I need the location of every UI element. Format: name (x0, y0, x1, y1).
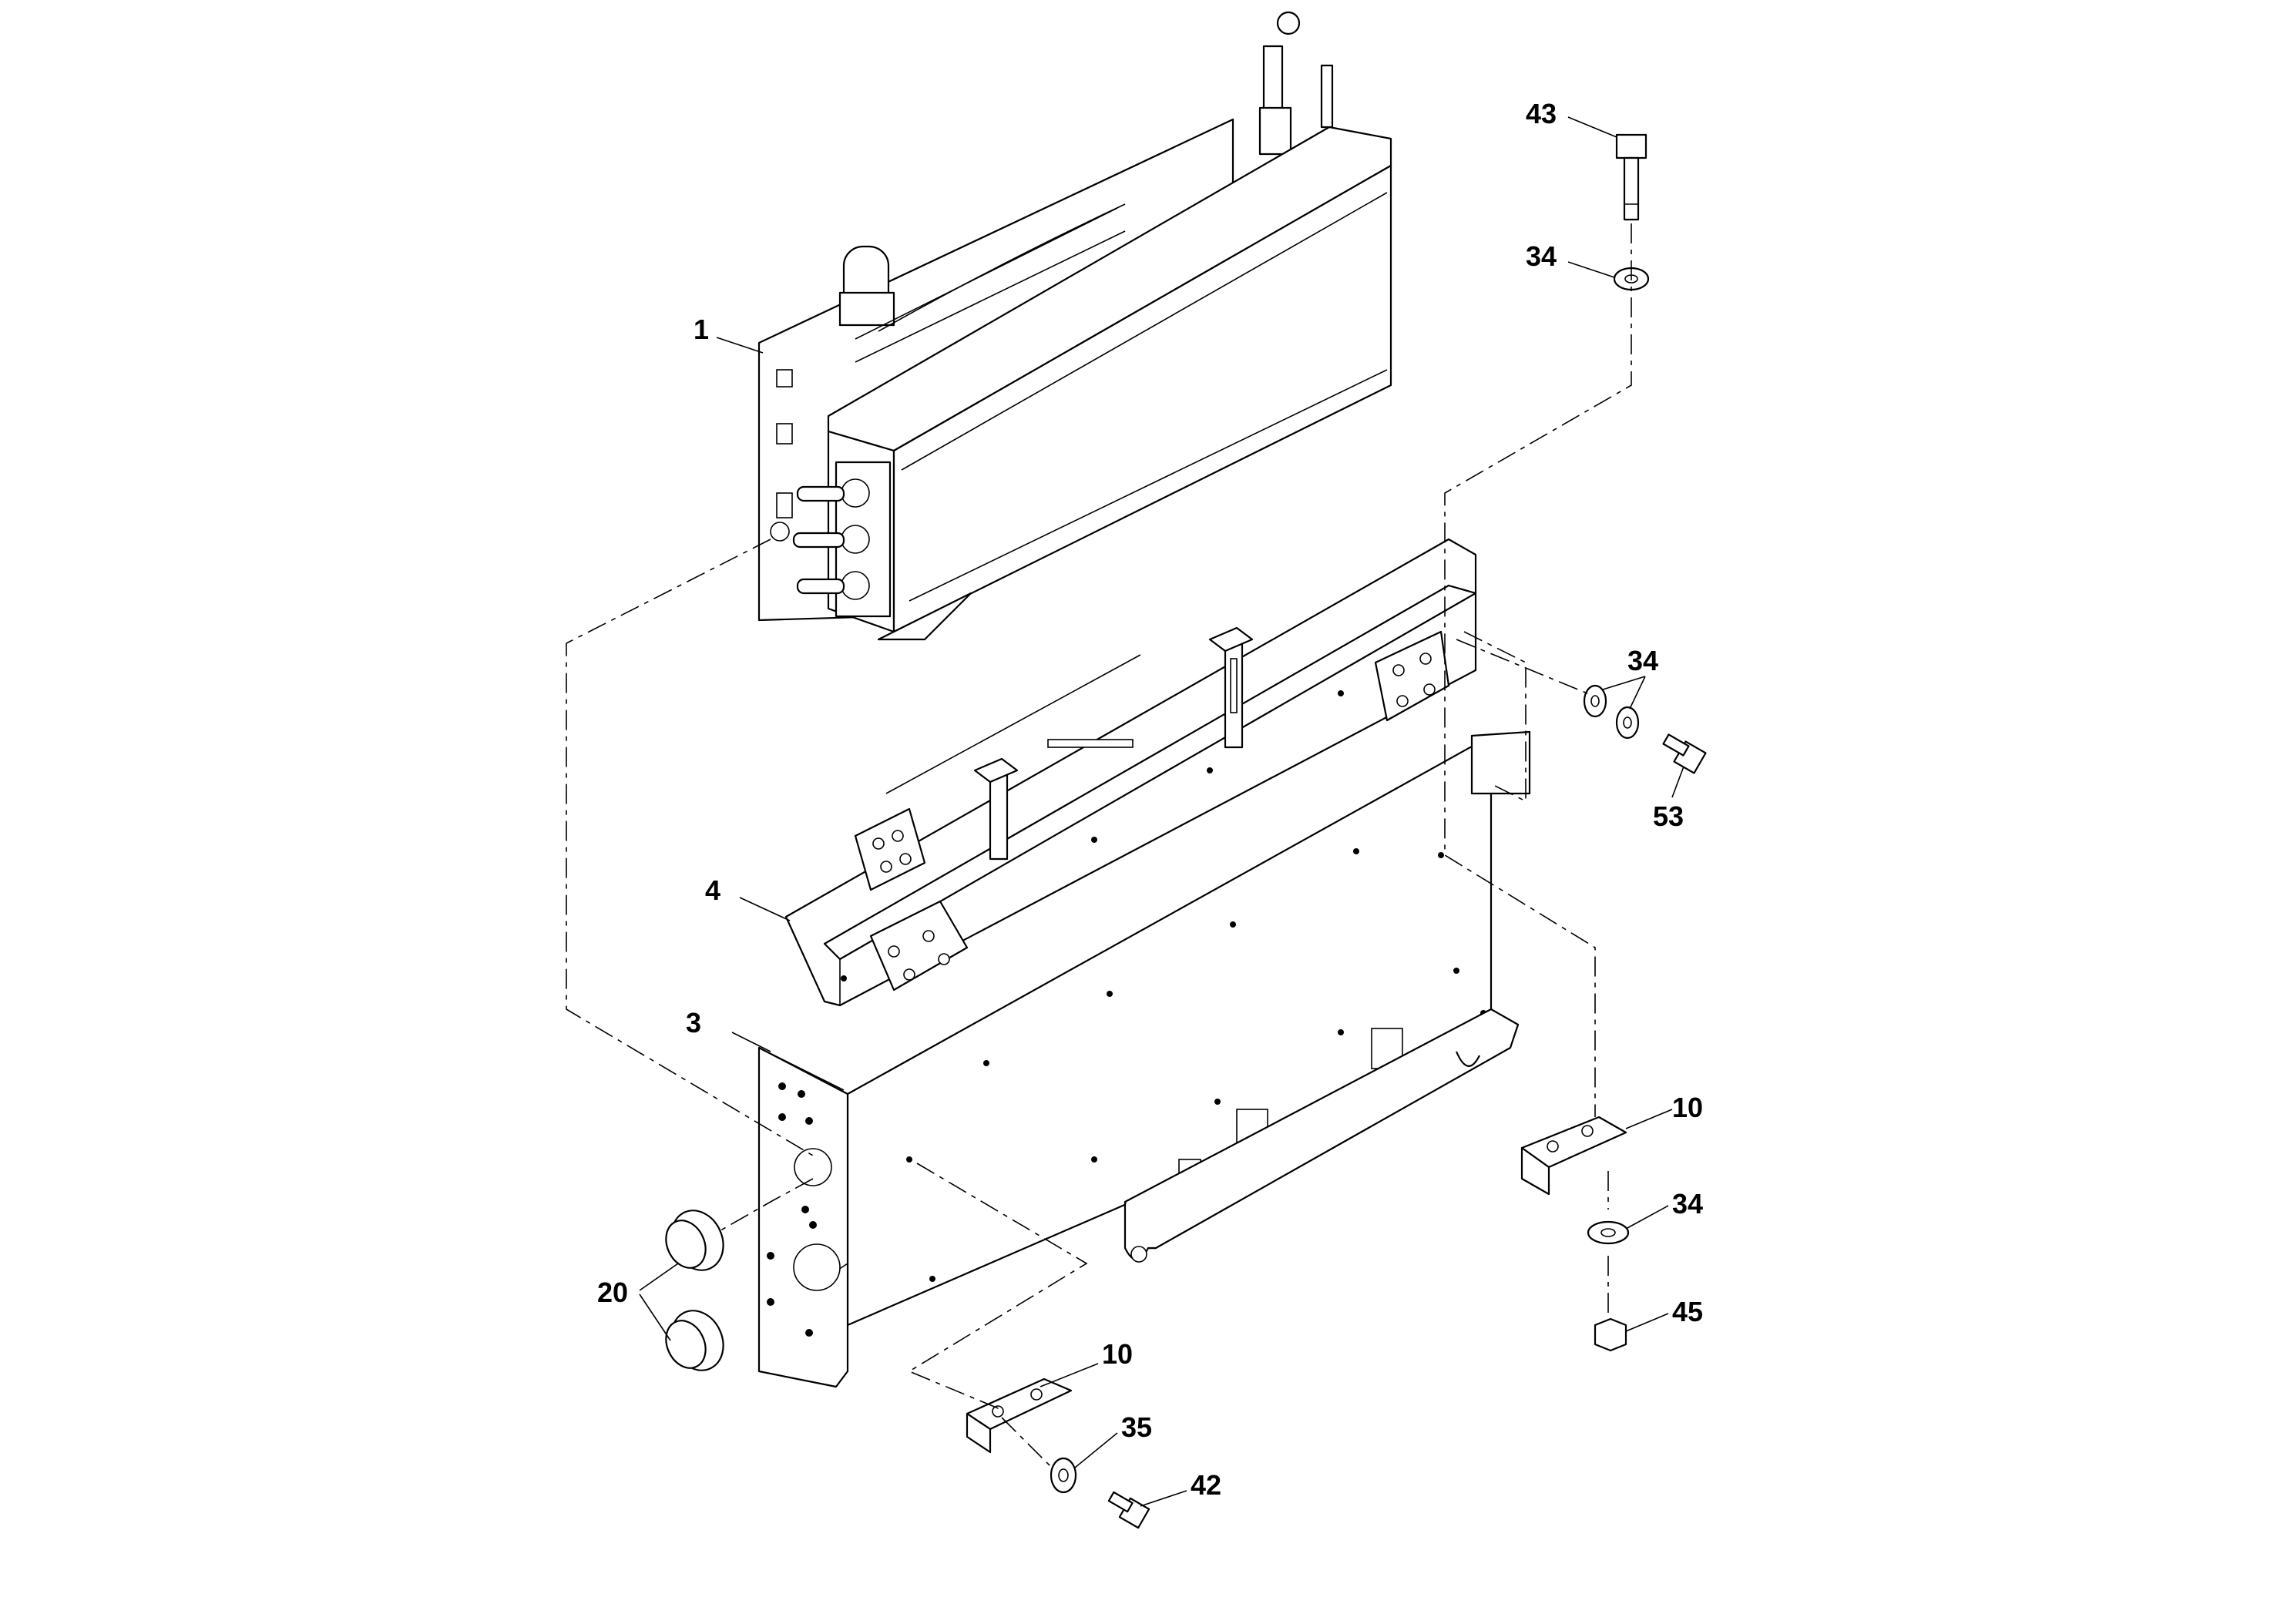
label-35: 35 (1121, 1411, 1152, 1443)
part-43-bolt (1615, 133, 1647, 221)
label-53: 53 (1653, 800, 1684, 832)
label-42: 42 (1191, 1469, 1221, 1501)
part-20-bearings (665, 1210, 724, 1371)
part-42-screw (1107, 1491, 1150, 1529)
part-53-screw (1662, 733, 1707, 774)
label-3: 3 (686, 1007, 701, 1038)
assembly-lines (566, 223, 1632, 1468)
part-10-bracket-bottom (966, 1377, 1073, 1454)
part-45-nut (1594, 1317, 1627, 1352)
part-1-drive-unit (757, 11, 1392, 641)
label-20: 20 (597, 1277, 628, 1308)
label-1: 1 (694, 314, 709, 345)
label-4: 4 (705, 874, 720, 906)
label-34-right: 34 (1627, 645, 1658, 676)
label-10-right: 10 (1672, 1092, 1703, 1123)
label-34-bottom: 34 (1672, 1188, 1703, 1220)
label-34-top: 34 (1526, 240, 1557, 272)
part-4-rail (784, 538, 1477, 1007)
part-34-washers-right (1583, 684, 1640, 740)
label-43: 43 (1526, 98, 1557, 129)
part-10-bracket-right (1520, 1116, 1627, 1196)
leader-lines (639, 116, 1684, 1507)
part-3-main-frame (757, 730, 1531, 1388)
label-10-bottom: 10 (1102, 1338, 1133, 1370)
label-45: 45 (1672, 1296, 1703, 1327)
callout-labels: 1 3 4 10 10 20 34 34 34 35 42 43 45 53 (597, 98, 1703, 1501)
